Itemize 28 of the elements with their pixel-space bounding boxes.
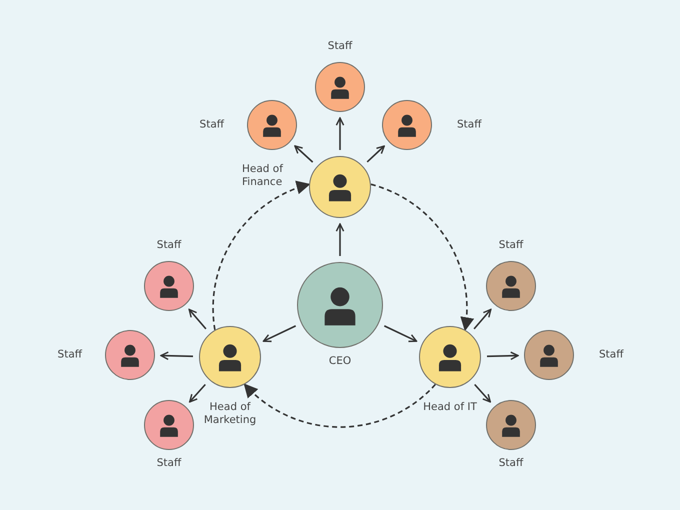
node-label: Head of Finance bbox=[242, 163, 284, 190]
arrow bbox=[384, 325, 418, 342]
arrow bbox=[294, 145, 314, 163]
node-label: Staff bbox=[200, 118, 224, 132]
node-label: Staff bbox=[156, 238, 182, 252]
arrow bbox=[336, 117, 344, 150]
dashed-arrow bbox=[244, 383, 436, 428]
node-label: Staff bbox=[498, 457, 524, 470]
node-label: Staff bbox=[498, 238, 524, 252]
node-label: Staff bbox=[58, 348, 82, 362]
node-label: CEO bbox=[328, 355, 352, 368]
arrow bbox=[188, 384, 206, 403]
node-label: Staff bbox=[457, 118, 482, 132]
arrow bbox=[188, 308, 206, 330]
arrow bbox=[262, 325, 296, 342]
node-label: Staff bbox=[599, 348, 624, 362]
arrow bbox=[160, 351, 194, 360]
arrow bbox=[474, 384, 492, 403]
arrow bbox=[336, 223, 344, 256]
arrow bbox=[486, 351, 519, 360]
node-label: Head of IT bbox=[422, 401, 478, 414]
dashed-arrow bbox=[212, 182, 310, 330]
node-label: Head of Marketing bbox=[202, 401, 258, 428]
node-label: Staff bbox=[156, 457, 182, 470]
arrow bbox=[366, 145, 385, 162]
dashed-arrow bbox=[370, 184, 474, 332]
node-label: Staff bbox=[328, 40, 352, 53]
arrow bbox=[474, 308, 492, 330]
